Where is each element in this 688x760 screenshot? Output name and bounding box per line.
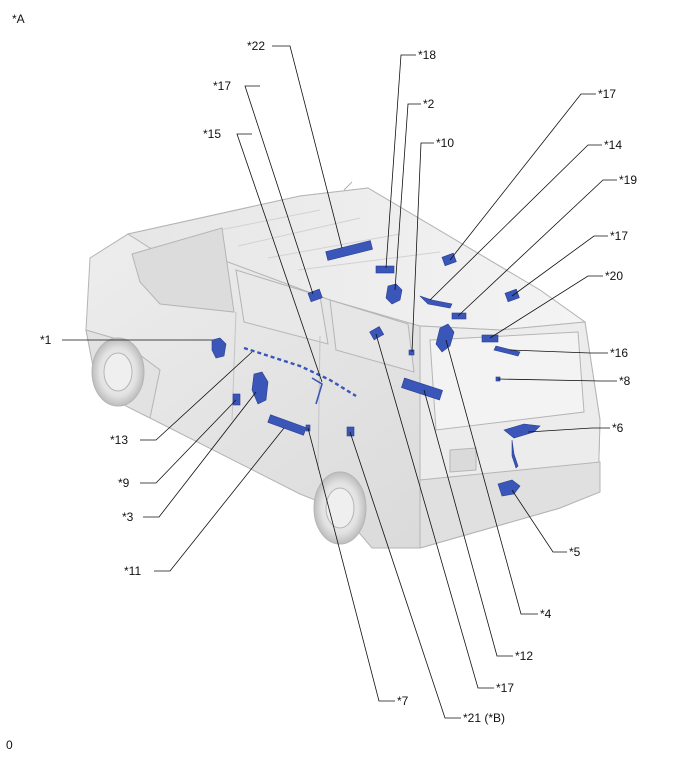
callout-5: *5 — [569, 545, 581, 559]
component-11 — [267, 414, 307, 436]
view-label: *A — [12, 12, 25, 26]
callout-12: *12 — [515, 649, 534, 663]
callout-11: *11 — [124, 564, 142, 578]
component-10 — [408, 349, 415, 356]
component-18 — [375, 265, 395, 274]
callout-10: *10 — [436, 136, 455, 150]
component-13-harness — [243, 346, 357, 398]
component-6 — [503, 423, 541, 439]
component-19 — [451, 312, 467, 320]
component-2 — [385, 283, 403, 305]
component-1 — [211, 337, 227, 359]
component-5 — [497, 479, 521, 497]
component-17-bottom — [369, 326, 385, 341]
callout-17-right: *17 — [610, 229, 629, 243]
component-3 — [251, 371, 269, 405]
component-14 — [419, 295, 453, 309]
callout-16: *16 — [610, 346, 629, 360]
callout-2: *2 — [423, 97, 435, 111]
component-17-roof-left — [307, 288, 323, 303]
component-9 — [232, 393, 241, 406]
callout-9: *9 — [118, 476, 130, 490]
figure-code: 0 — [6, 738, 13, 752]
component-22 — [325, 240, 373, 261]
callout-20: *20 — [605, 269, 624, 283]
callout-8: *8 — [619, 374, 631, 388]
callout-17-upper-right: *17 — [598, 87, 617, 101]
callout-1: *1 — [40, 333, 52, 347]
van-body — [85, 181, 601, 549]
callout-22: *22 — [247, 39, 266, 53]
callout-6: *6 — [612, 421, 624, 435]
callout-7: *7 — [397, 694, 409, 708]
callout-17-bottom: *17 — [496, 681, 515, 695]
component-15-harness — [311, 377, 323, 405]
component-12 — [401, 377, 443, 401]
callout-15: *15 — [203, 127, 222, 141]
components — [211, 240, 541, 497]
callout-19: *19 — [619, 173, 638, 187]
component-21 — [346, 426, 355, 437]
callout-14: *14 — [604, 138, 623, 152]
callout-21: *21 (*B) — [463, 711, 506, 725]
callout-4: *4 — [540, 607, 552, 621]
component-20 — [481, 334, 499, 343]
component-4 — [435, 323, 455, 353]
component-6-harness — [511, 439, 519, 469]
callout-18: *18 — [418, 48, 437, 62]
leader-lines — [62, 45, 617, 719]
callout-17-upper-left: *17 — [213, 79, 232, 93]
callout-3: *3 — [122, 510, 134, 524]
callout-13: *13 — [110, 433, 129, 447]
